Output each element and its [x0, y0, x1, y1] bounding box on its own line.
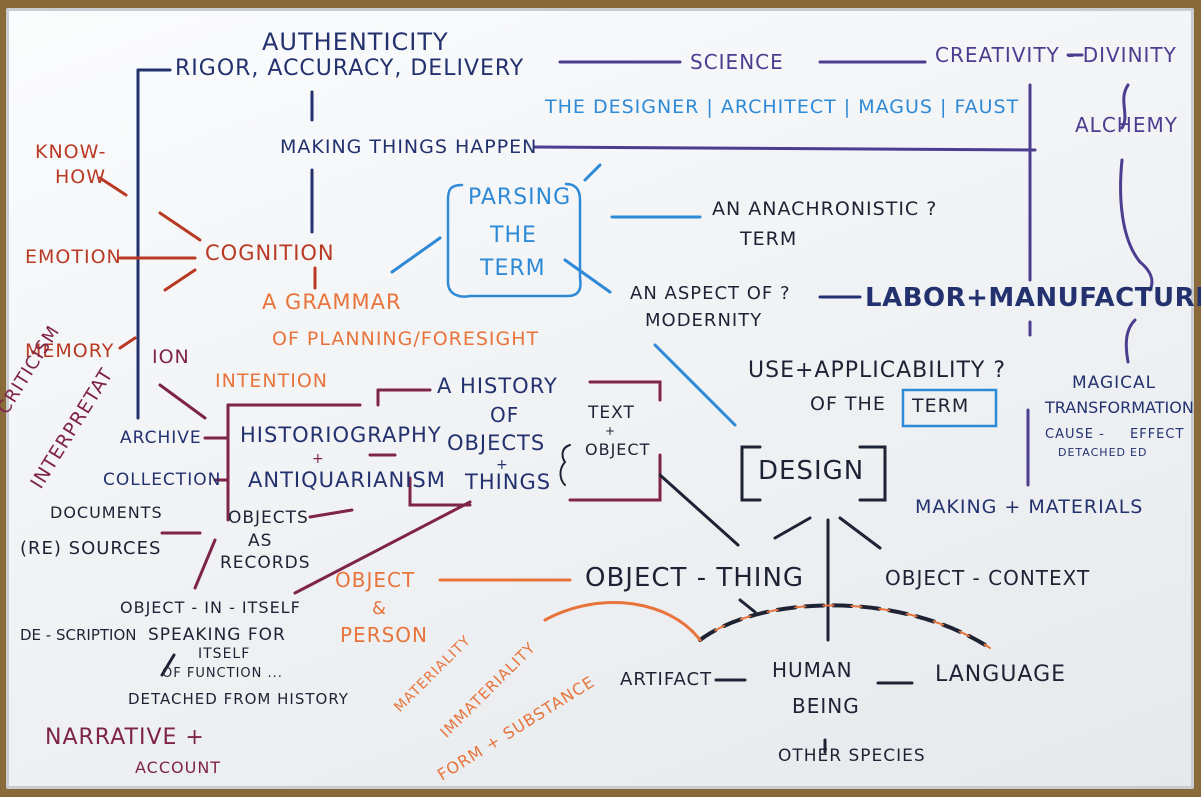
parsing-label: PARSING — [468, 185, 572, 210]
objects-as-records-1: OBJECTS — [228, 508, 309, 528]
know-how-label-1: KNOW- — [35, 141, 107, 163]
object-thing-label: OBJECT - THING — [585, 563, 805, 593]
emotion-label: EMOTION — [25, 246, 122, 268]
object-person-2: PERSON — [340, 623, 428, 647]
object-in-itself-label: OBJECT - IN - ITSELF — [120, 598, 301, 617]
design-label: DESIGN — [758, 456, 865, 486]
object-label: OBJECT — [585, 440, 651, 459]
text-object-plus: + — [605, 424, 617, 438]
aspect-label-1: AN ASPECT OF ? — [630, 283, 791, 304]
object-person-amp: & — [372, 598, 388, 619]
memory-label: MEMORY — [25, 340, 115, 362]
being-label: BEING — [792, 694, 860, 718]
narrative-label: NARRATIVE + — [45, 725, 205, 750]
objects-as-records-3: RECORDS — [220, 553, 311, 573]
rigor-label: RIGOR, ACCURACY, DELIVERY — [175, 56, 525, 81]
ion-label: ION — [152, 346, 190, 368]
plus-label: + — [496, 457, 509, 473]
artifact-label: ARTIFACT — [620, 669, 713, 690]
creativity-divinity-label: CREATIVITY - DIVINITY — [935, 43, 1177, 67]
human-label: HUMAN — [772, 658, 853, 682]
anachronistic-label-2: TERM — [740, 228, 798, 250]
science-label: SCIENCE — [690, 50, 784, 74]
term-box-label: TERM — [912, 395, 970, 417]
cause-label: CAUSE - — [1045, 427, 1105, 442]
detached-label: DETACHED — [1058, 446, 1126, 459]
detached-history-label: DETACHED FROM HISTORY — [128, 690, 349, 708]
collection-label: COLLECTION — [103, 470, 222, 490]
historiography-label: HISTORIOGRAPHY — [240, 423, 442, 447]
speaking-for-label: SPEAKING FOR — [148, 625, 286, 645]
of-the-label: OF THE — [810, 393, 886, 415]
transformation-label: TRANSFORMATION — [1045, 398, 1194, 417]
history-label: A HISTORY — [437, 374, 558, 398]
cognition-label: COGNITION — [205, 241, 335, 265]
object-person-1: OBJECT — [335, 568, 416, 592]
know-how-label-2: HOW — [55, 166, 107, 188]
labor-manufacture-label: LABOR+MANUFACTURE — [865, 283, 1201, 313]
use-applicability-label: USE+APPLICABILITY ? — [748, 358, 1007, 383]
documents-label: DOCUMENTS — [50, 503, 163, 522]
other-species-label: OTHER SPECIES — [778, 746, 926, 766]
the-label: THE — [490, 223, 537, 248]
objects-as-records-2: AS — [248, 531, 273, 551]
de-scription-label: DE - SCRIPTION — [20, 626, 137, 644]
alchemy-label: ALCHEMY — [1075, 113, 1178, 137]
language-label: LANGUAGE — [935, 662, 1067, 687]
account-label: ACCOUNT — [135, 758, 222, 777]
effect-label: EFFECT — [1130, 427, 1185, 442]
aspect-label-2: MODERNITY — [645, 310, 763, 331]
designer-roles-label: THE DESIGNER | ARCHITECT | MAGUS | FAUST — [545, 96, 1020, 118]
object-context-label: OBJECT - CONTEXT — [885, 566, 1091, 590]
archive-label: ARCHIVE — [120, 428, 202, 448]
objects-label: OBJECTS — [447, 431, 546, 455]
making-things-happen-label: MAKING THINGS HAPPEN — [280, 136, 538, 158]
making-materials-label: MAKING + MATERIALS — [915, 496, 1144, 518]
itself-label: ITSELF — [198, 646, 251, 662]
of-function-label: OF FUNCTION ... — [162, 666, 283, 681]
term-label: TERM — [480, 256, 546, 281]
things-label: THINGS — [465, 470, 552, 494]
grammar-label-1: A GRAMMAR — [262, 290, 402, 314]
of-label: OF — [490, 403, 520, 427]
resources-label: (RE) SOURCES — [20, 538, 162, 559]
authenticity-label: AUTHENTICITY — [262, 28, 449, 56]
anachronistic-label-1: AN ANACHRONISTIC ? — [712, 198, 938, 220]
intention-label: INTENTION — [215, 370, 329, 392]
magical-label: MAGICAL — [1072, 373, 1157, 393]
effect-ed-label: ED — [1130, 446, 1148, 459]
antiquarianism-label: ANTIQUARIANISM — [248, 468, 446, 492]
text-label: TEXT — [588, 403, 635, 423]
grammar-label-2: OF PLANNING/FORESIGHT — [272, 328, 540, 350]
historiography-plus: + — [312, 451, 325, 467]
